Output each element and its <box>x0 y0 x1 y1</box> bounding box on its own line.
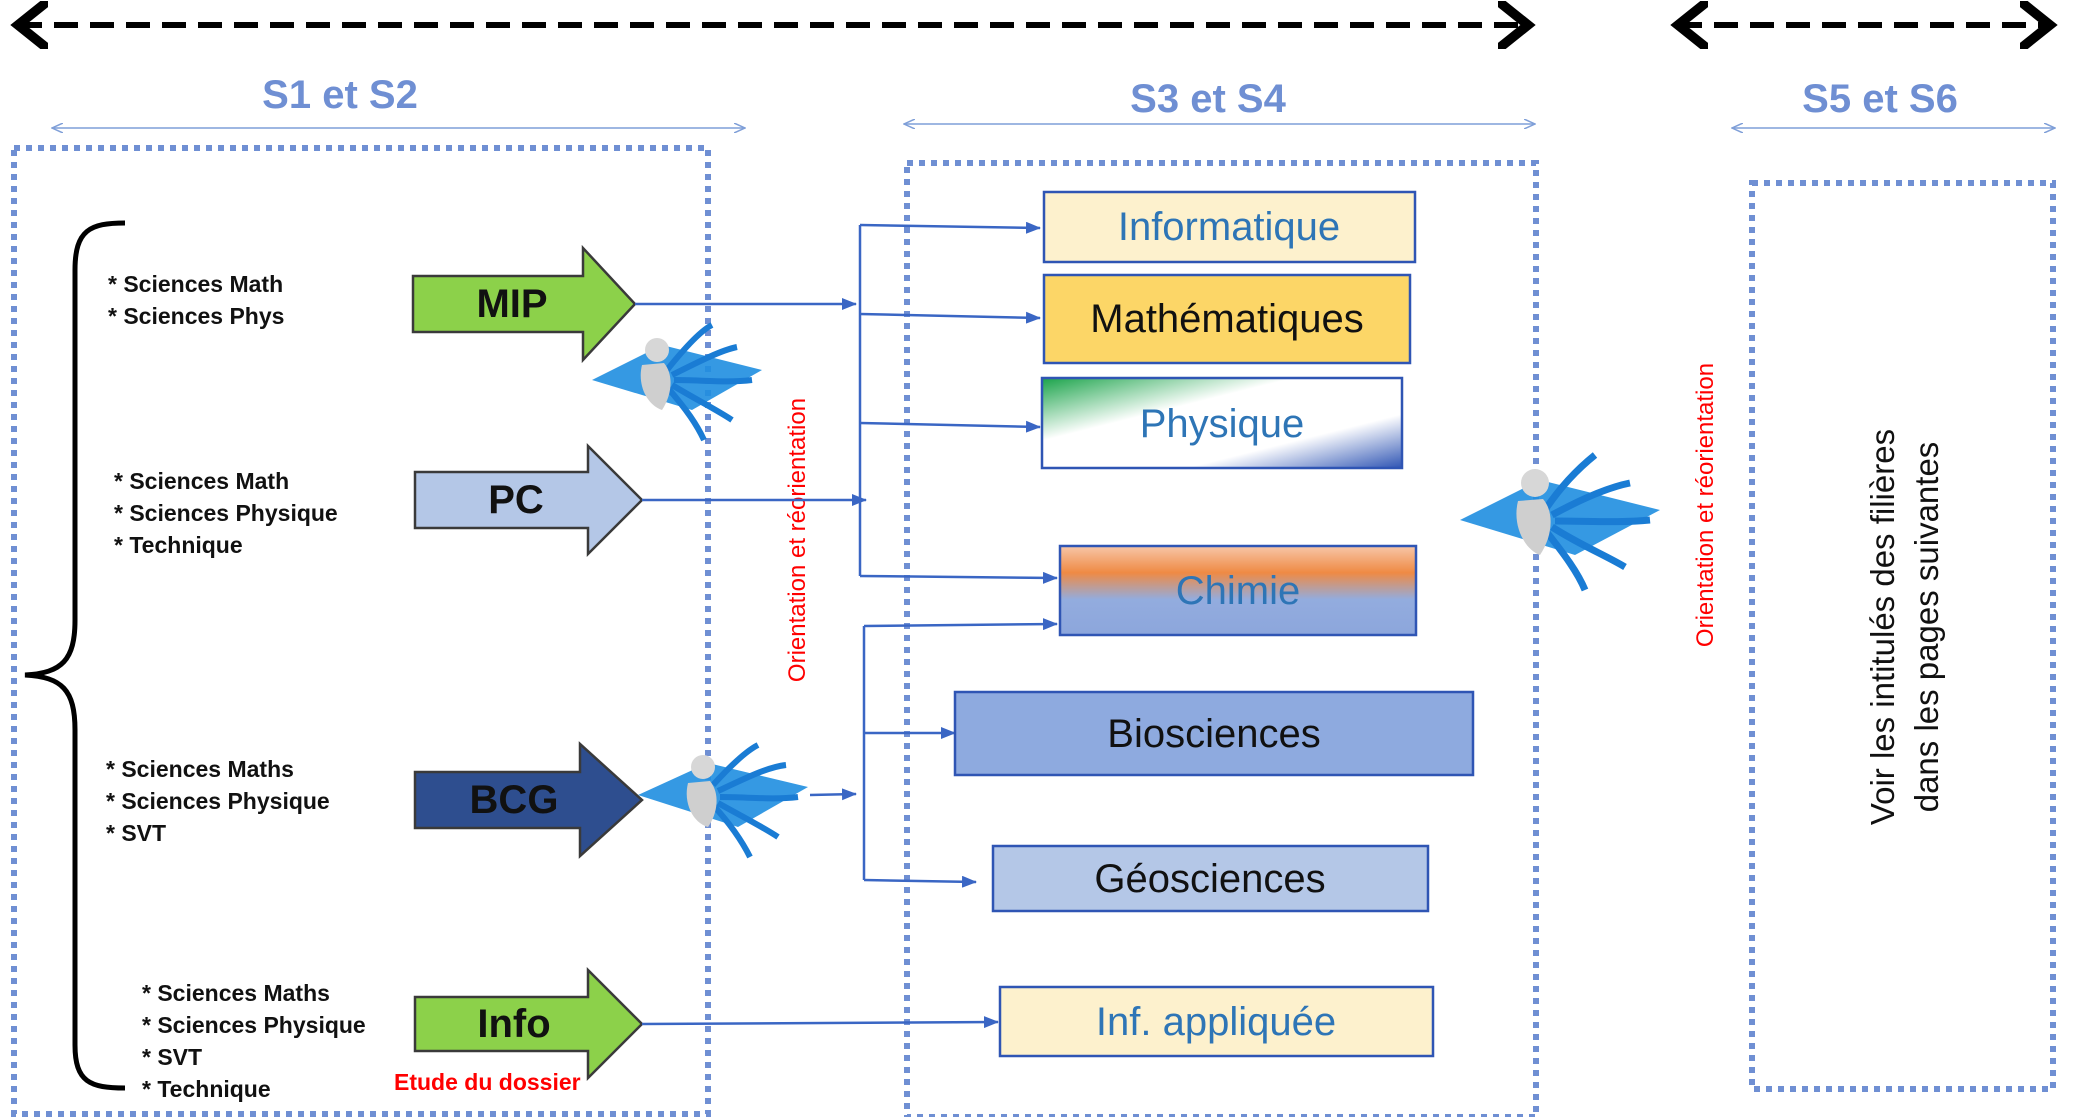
filiere-geosciences: Géosciences <box>991 844 1430 913</box>
filiere-chimie: Chimie <box>1058 544 1418 637</box>
program-arrow-pc: PC <box>413 442 644 558</box>
orientation-label-2: Orientation et réorientation <box>1692 363 1719 647</box>
etude-du-dossier: Etude du dossier <box>394 1069 581 1095</box>
filiere-physique-label: Physique <box>1140 402 1305 446</box>
prereq-bcg-3: * SVT <box>106 820 166 846</box>
crossroads-figure-1 <box>592 322 762 442</box>
orientation-label-1: Orientation et réorientation <box>784 398 811 682</box>
program-label-mip: MIP <box>476 282 547 326</box>
side-note-line2: dans les pages suivantes <box>1908 442 1945 813</box>
prereq-info-3: * SVT <box>142 1044 202 1070</box>
crossroads-figure-2 <box>638 742 808 859</box>
prereq-mip-2: * Sciences Phys <box>108 303 284 329</box>
semester-title-s34: S3 et S4 <box>1130 77 1286 121</box>
program-label-info: Info <box>477 1002 550 1046</box>
container-s12 <box>11 145 711 1117</box>
program-arrow-info: Info <box>413 966 644 1082</box>
container-s56 <box>1749 180 2056 1092</box>
filiere-informatique: Informatique <box>1042 190 1417 264</box>
filiere-informatique-label: Informatique <box>1118 205 1340 249</box>
crossroads-figure-3 <box>1460 452 1660 592</box>
semester-title-s56: S5 et S6 <box>1802 77 1958 121</box>
prereq-bcg: * Sciences Maths * Sciences Physique * S… <box>106 756 330 846</box>
prereq-pc: * Sciences Math * Sciences Physique * Te… <box>114 468 338 558</box>
program-label-pc: PC <box>488 478 544 522</box>
prereq-info-2: * Sciences Physique <box>142 1012 366 1038</box>
semester-title-s12: S1 et S2 <box>262 73 418 117</box>
side-note-line1: Voir les intitulés des filières <box>1864 429 1901 825</box>
prereq-bcg-2: * Sciences Physique <box>106 788 330 814</box>
prereq-pc-3: * Technique <box>114 532 243 558</box>
filiere-inf-appliquee-label: Inf. appliquée <box>1096 1000 1336 1044</box>
filiere-biosciences-label: Biosciences <box>1107 712 1320 756</box>
curly-brace <box>24 220 126 1091</box>
prereq-pc-1: * Sciences Math <box>114 468 289 494</box>
container-s34 <box>904 160 1539 1117</box>
prereq-mip: * Sciences Math * Sciences Phys <box>108 271 284 329</box>
filiere-biosciences: Biosciences <box>953 690 1475 777</box>
side-note: Voir les intitulés des filières dans les… <box>1864 429 1945 825</box>
prereq-mip-1: * Sciences Math <box>108 271 283 297</box>
filiere-mathematiques: Mathématiques <box>1042 273 1412 365</box>
filiere-inf-appliquee: Inf. appliquée <box>998 985 1435 1058</box>
filiere-physique: Physique <box>1040 376 1404 470</box>
prereq-pc-2: * Sciences Physique <box>114 500 338 526</box>
program-arrow-bcg: BCG <box>413 741 644 859</box>
program-label-bcg: BCG <box>470 778 559 822</box>
filiere-chimie-label: Chimie <box>1176 569 1300 613</box>
prereq-info-4: * Technique <box>142 1076 271 1102</box>
prereq-info-1: * Sciences Maths <box>142 980 330 1006</box>
filiere-mathematiques-label: Mathématiques <box>1090 297 1363 341</box>
program-arrow-mip: MIP <box>411 244 637 364</box>
prereq-bcg-1: * Sciences Maths <box>106 756 294 782</box>
filiere-geosciences-label: Géosciences <box>1094 857 1325 901</box>
prereq-info: * Sciences Maths * Sciences Physique * S… <box>142 980 366 1102</box>
connectors <box>635 221 1058 1029</box>
